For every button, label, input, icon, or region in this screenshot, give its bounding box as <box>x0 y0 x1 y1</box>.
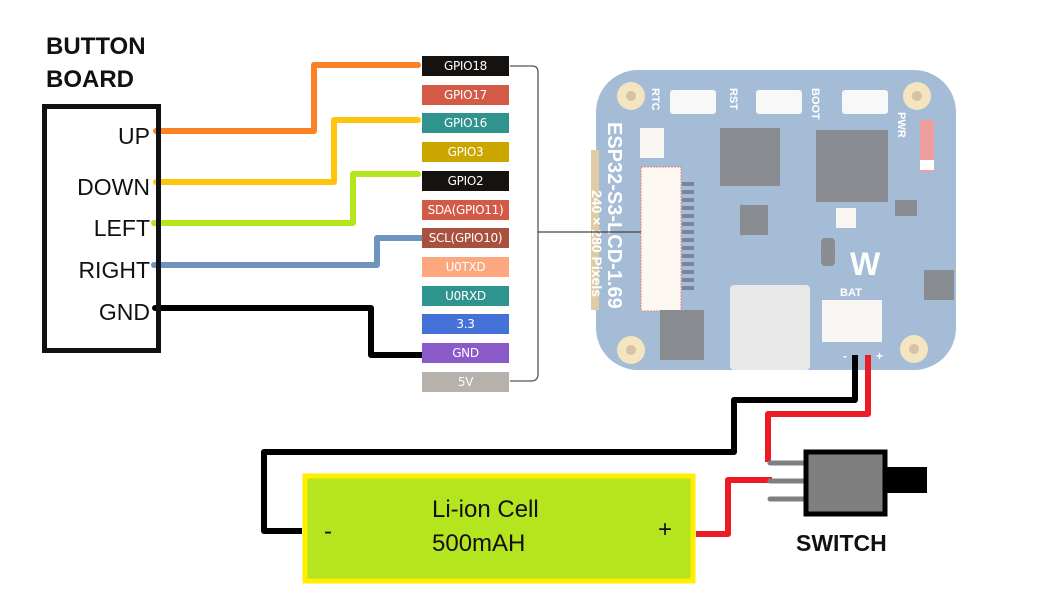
side-connector <box>591 150 599 310</box>
header-pin: GPIO16 <box>422 113 509 134</box>
pwr-button <box>842 90 888 114</box>
pwr-label: PWR <box>895 112 907 138</box>
chip <box>720 128 780 186</box>
pin-label-gnd: GND <box>98 299 150 325</box>
switch-body <box>803 449 888 517</box>
battery-cell <box>302 473 696 584</box>
header-pin: GND <box>422 343 509 363</box>
header-pin: 5V <box>422 371 509 392</box>
wire-right <box>151 235 427 268</box>
header-pin: SDA(GPIO11) <box>422 199 509 220</box>
pin-label-right: RIGHT <box>78 257 150 283</box>
button-board: UP DOWN LEFT RIGHT GND <box>42 104 161 353</box>
mcu-chip <box>816 130 888 202</box>
battery-type: Li-ion Cell <box>432 496 539 523</box>
buzzer <box>660 310 704 360</box>
battery-connector <box>822 300 882 342</box>
battery-plus-terminal: + <box>658 516 673 543</box>
header-pin: U0RXD <box>422 285 509 306</box>
board-name: ESP32-S3-LCD-1.69 <box>603 122 625 309</box>
bat-minus-label: - <box>843 349 847 363</box>
pin-label-up: UP <box>118 123 150 149</box>
switch-label: SWITCH <box>796 530 887 556</box>
slide-switch <box>767 449 927 517</box>
wire-battery-negative <box>261 355 858 534</box>
usb-c-port <box>730 285 810 370</box>
header-pin: GPIO3 <box>422 142 509 163</box>
pin-label-left: LEFT <box>93 215 150 241</box>
header-pin: GPIO18 <box>422 56 509 76</box>
waveshare-logo-icon: W <box>850 246 881 282</box>
pin-header-bracket <box>510 65 539 382</box>
esp32-board: ESP32-S3-LCD-1.69 240 × 280 Pixels RTC R… <box>589 70 956 370</box>
lcd-fpc-connector <box>640 166 682 312</box>
wire-switch-to-battery <box>696 477 772 537</box>
header-pin: U0TXD <box>422 256 509 277</box>
fpc-pins <box>682 182 694 290</box>
header-pin: GPIO2 <box>422 170 509 191</box>
rtc-connector <box>640 128 664 158</box>
rtc-button <box>670 90 716 114</box>
boot-label: BOOT <box>809 88 821 120</box>
rtc-label: RTC <box>649 88 661 111</box>
wire-up <box>153 62 421 134</box>
title-line-2: BOARD <box>46 66 134 93</box>
bat-plus-label: + <box>876 349 883 363</box>
wire-left <box>151 171 421 226</box>
button-board-title: BUTTON BOARD <box>46 30 146 96</box>
antenna <box>920 120 934 172</box>
bat-label: BAT <box>840 287 862 299</box>
header-pin: 3.3 <box>422 314 509 335</box>
header-pin: GPIO17 <box>422 84 509 105</box>
rst-label: RST <box>727 88 739 110</box>
boot-button <box>756 90 802 114</box>
wire-down <box>153 117 421 185</box>
battery-minus-terminal: - <box>324 518 332 545</box>
header-pin: SCL(GPIO10) <box>422 228 509 249</box>
wire-battery-positive-to-switch <box>765 355 871 462</box>
title-line-1: BUTTON <box>46 33 146 60</box>
pin-label-down: DOWN <box>77 174 150 200</box>
battery-capacity: 500mAH <box>432 530 526 557</box>
switch-actuator[interactable] <box>887 467 927 493</box>
wire-gnd <box>152 305 427 358</box>
board-resolution: 240 × 280 Pixels <box>589 190 605 297</box>
